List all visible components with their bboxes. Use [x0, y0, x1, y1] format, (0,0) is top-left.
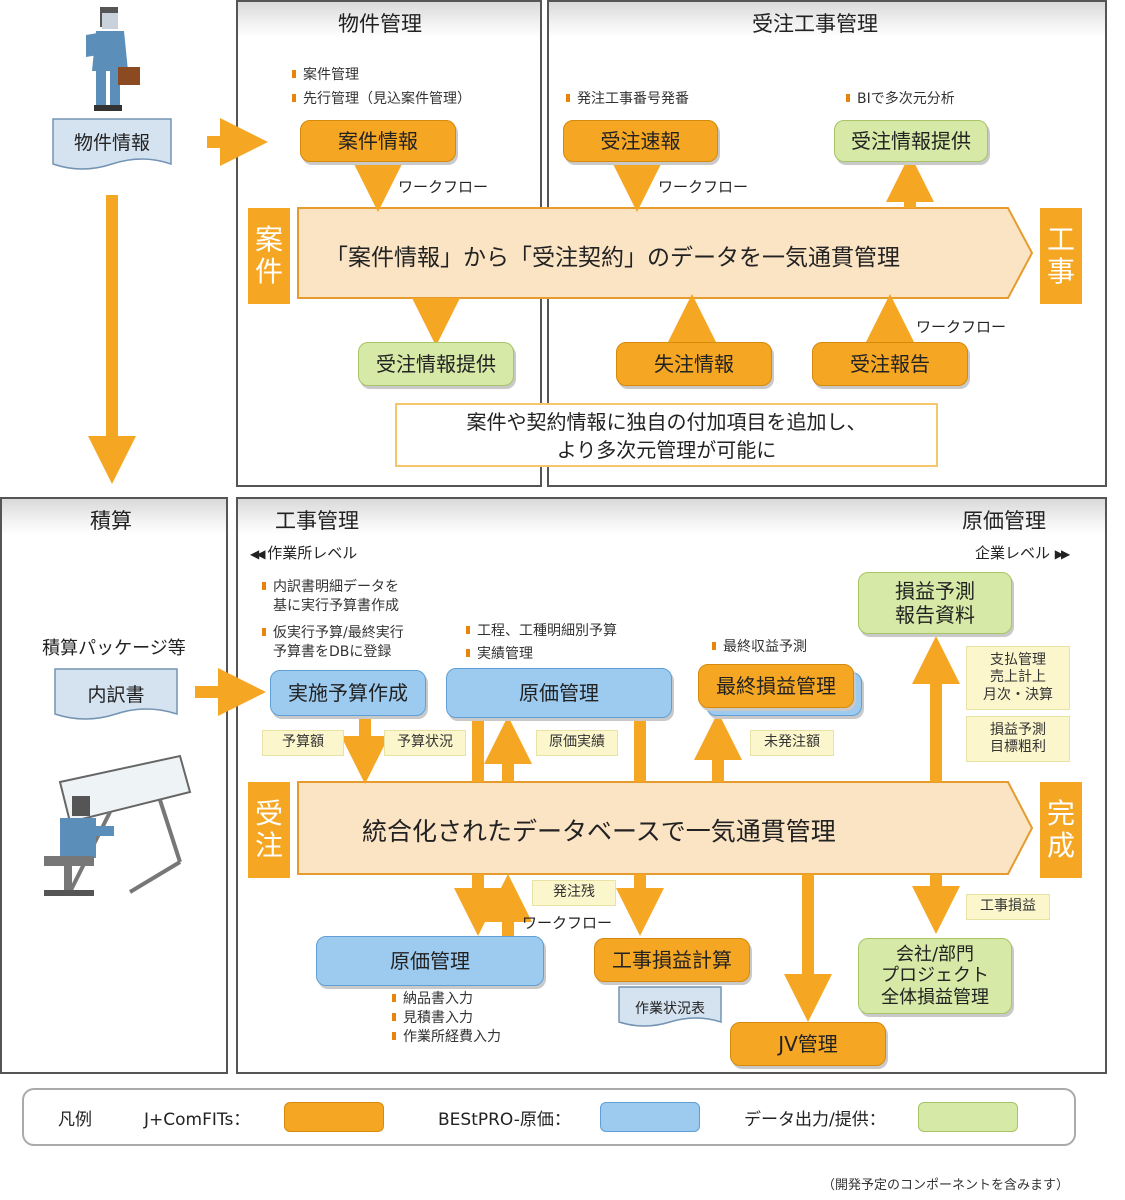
tag-genka-jisseki: 原価実績: [536, 730, 618, 756]
bukken-info-document: 物件情報: [52, 118, 172, 174]
kaisha-soneki-box: 会社/部門プロジェクト全体損益管理: [858, 938, 1012, 1014]
tag-shiharai: 支払管理売上計上月次・決算: [966, 646, 1070, 710]
legend-title: 凡例: [58, 1110, 92, 1130]
panel-title-juchu: 受注工事管理: [752, 12, 878, 36]
jisshi-yosan-box: 実施予算作成: [270, 670, 426, 716]
tag-yosangaku: 予算額: [262, 730, 344, 756]
genka-kanri-box-2: 原価管理: [316, 936, 544, 986]
top-banner-shape: [297, 207, 1034, 299]
tag-yosan-jokyo: 予算状況: [384, 730, 466, 756]
legend: [22, 1088, 1076, 1146]
uchiwake-document: 内訳書: [54, 668, 178, 724]
panel-title-bukken: 物件管理: [338, 12, 422, 36]
note-saishu-shueki: 最終収益予測: [712, 638, 807, 657]
juchu-hokoku-box: 受注報告: [812, 342, 968, 386]
kigyo-level-label: 企業レベル ▶▶: [975, 544, 1070, 562]
panel-title-sekisan: 積算: [90, 509, 132, 533]
sekisan-package-label: 積算パッケージ等: [42, 638, 186, 659]
drafting-person-icon: [30, 752, 194, 912]
legend-swatch-blue: [600, 1102, 700, 1132]
footnote: （開発予定のコンポーネントを含みます）: [822, 1178, 1070, 1193]
side-label-koji: 工事: [1040, 208, 1082, 304]
legend-label-bestpro: BEStPRO-原価：: [438, 1110, 571, 1130]
side-label-anken: 案件: [248, 208, 290, 304]
workflow-label-3: ワークフロー: [916, 318, 1007, 336]
genka-kanri-box: 原価管理: [446, 668, 672, 718]
notes-jisshi-yosan: 内訳書明細データを 基に実行予算書作成 仮実行予算/最終実行 予算書をDBに登録: [262, 578, 404, 662]
legend-swatch-orange: [284, 1102, 384, 1132]
side-label-juchu: 受注: [248, 782, 290, 878]
anken-info-box: 案件情報: [300, 120, 456, 162]
callout-line-2: より多次元管理が可能に: [556, 438, 777, 462]
side-label-kansei: 完成: [1040, 782, 1082, 878]
sagyo-jokyo-document: 作業状況表: [618, 986, 722, 1030]
note-bi: BIで多次元分析: [846, 90, 955, 109]
bottom-banner-text: 統合化されたデータベースで一気通貫管理: [362, 817, 836, 846]
shicchu-info-box: 失注情報: [616, 342, 772, 386]
workflow-label-4: ワークフロー: [522, 914, 613, 932]
tag-koji-soneki: 工事損益: [966, 894, 1050, 920]
note-hacchu: 発注工事番号発番: [566, 90, 689, 109]
workflow-label-1: ワークフロー: [398, 178, 489, 196]
juchu-info-teikyo-box: 受注情報提供: [834, 120, 988, 162]
bottom-banner-shape: [297, 781, 1034, 875]
koji-soneki-box: 工事損益計算: [594, 938, 750, 982]
callout-line-1: 案件や契約情報に独自の付加項目を追加し、: [466, 410, 867, 434]
jv-kanri-box: JV管理: [730, 1022, 886, 1066]
saishu-soneki-box: 最終損益管理: [698, 664, 854, 708]
workflow-label-2: ワークフロー: [658, 178, 749, 196]
panel-title-genka: 原価管理: [962, 509, 1046, 533]
panel-title-koji: 工事管理: [275, 509, 359, 533]
tag-soneki-mokuhyo: 損益予測目標粗利: [966, 716, 1070, 762]
legend-swatch-green: [918, 1102, 1018, 1132]
notes-anken: 案件管理 先行管理（見込案件管理）: [292, 66, 471, 109]
juchu-info-teikyo-box-2: 受注情報提供: [358, 342, 514, 386]
juchu-sokuho-box: 受注速報: [563, 120, 718, 162]
sagyosho-level-label: ◀◀ 作業所レベル: [250, 544, 358, 562]
notes-nohin: 納品書入力 見積書入力 作業所経費入力: [392, 990, 501, 1047]
notes-genka: 工程、工種明細別予算 実績管理: [466, 622, 617, 664]
tag-hacchuzan: 発注残: [532, 880, 616, 906]
legend-label-data-output: データ出力/提供：: [744, 1110, 886, 1130]
tag-mihacchu: 未発注額: [750, 730, 834, 756]
callout-box: 案件や契約情報に独自の付加項目を追加し、 より多次元管理が可能に: [395, 403, 938, 467]
top-banner-text: 「案件情報」から「受注契約」のデータを一気通貫管理: [325, 245, 900, 271]
businessman-icon: [78, 5, 148, 113]
legend-label-jcomfits: J+ComFITs：: [144, 1110, 251, 1130]
soneki-yosoku-box: 損益予測報告資料: [858, 572, 1012, 634]
